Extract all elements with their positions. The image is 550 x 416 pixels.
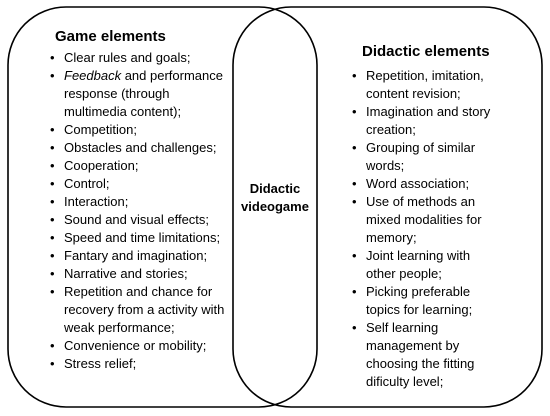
game-elements-list: Clear rules and goals; Feedback and perf… xyxy=(50,49,232,373)
game-element-item: Sound and visual effects; xyxy=(50,211,232,229)
center-line-1: Didactic xyxy=(249,181,301,196)
game-element-item: Clear rules and goals; xyxy=(50,49,232,67)
game-element-item: Speed and time limitations; xyxy=(50,229,232,247)
didactic-element-item: Repetition, imitation, content revision; xyxy=(352,67,502,103)
game-element-item: Obstacles and challenges; xyxy=(50,139,232,157)
didactic-elements-list: Repetition, imitation, content revision;… xyxy=(352,67,502,391)
didactic-element-item: Use of methods an mixed modalities for m… xyxy=(352,193,502,247)
game-element-item: Control; xyxy=(50,175,232,193)
didactic-element-item: Word association; xyxy=(352,175,502,193)
game-element-item: Repetition and chance for recovery from … xyxy=(50,283,232,337)
game-element-item: Convenience or mobility; xyxy=(50,337,232,355)
game-element-item: Interaction; xyxy=(50,193,232,211)
game-element-item: Narrative and stories; xyxy=(50,265,232,283)
game-element-item: Stress relief; xyxy=(50,355,232,373)
didactic-videogame-label: Didactic videogame xyxy=(235,180,315,216)
didactic-element-item: Joint learning with other people; xyxy=(352,247,502,283)
didactic-element-item: Grouping of similar words; xyxy=(352,139,502,175)
game-elements-heading: Game elements xyxy=(55,28,166,45)
didactic-element-item: Self learning management by choosing the… xyxy=(352,319,502,391)
game-element-item: Competition; xyxy=(50,121,232,139)
center-line-2: videogame xyxy=(241,199,309,214)
game-elements-box xyxy=(7,6,318,408)
game-element-item: Feedback and performance response (throu… xyxy=(50,67,232,121)
game-element-item: Cooperation; xyxy=(50,157,232,175)
game-element-item: Fantary and imagination; xyxy=(50,247,232,265)
didactic-elements-box xyxy=(232,6,543,408)
feedback-rest: and performance response (through multim… xyxy=(64,68,223,119)
didactic-elements-heading: Didactic elements xyxy=(362,43,490,60)
didactic-element-item: Picking preferable topics for learning; xyxy=(352,283,502,319)
didactic-element-item: Imagination and story creation; xyxy=(352,103,502,139)
feedback-italic: Feedback xyxy=(64,68,122,83)
